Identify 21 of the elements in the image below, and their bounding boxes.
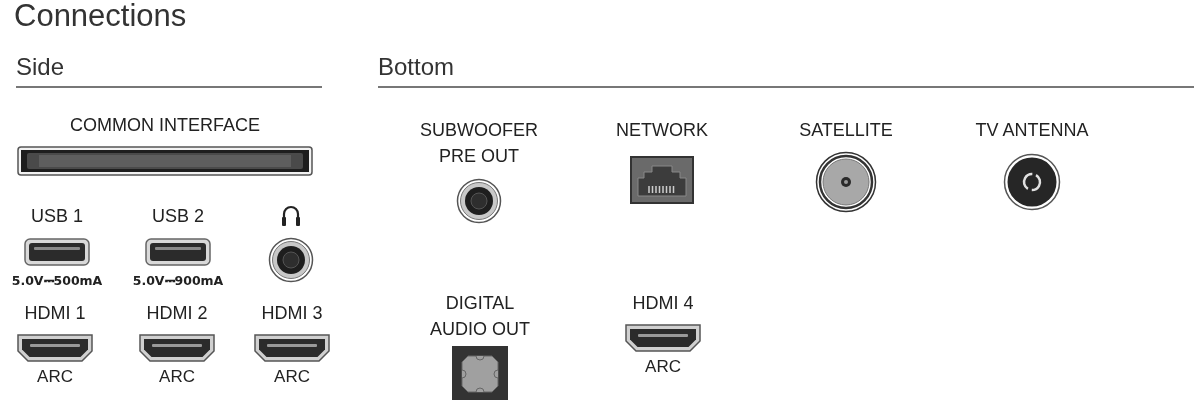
port-label: SUBWOOFER PRE OUT xyxy=(419,119,539,168)
port-label: USB 2 xyxy=(152,205,204,228)
page-title: Connections xyxy=(14,0,187,35)
port-label: HDMI 3 xyxy=(261,302,323,325)
port-label: DIGITAL AUDIO OUT xyxy=(429,292,531,341)
power-rating: 5.0V⎓500mA xyxy=(11,272,103,290)
port-label: NETWORK xyxy=(616,119,708,142)
port-label: TV ANTENNA xyxy=(975,119,1089,142)
port-label: HDMI 1 xyxy=(24,302,86,325)
port-caption: ARC xyxy=(37,366,73,388)
port-caption: ARC xyxy=(645,356,681,378)
port-label: SATELLITE xyxy=(799,119,893,142)
port-label: COMMON INTERFACE xyxy=(70,114,260,137)
port-caption: ARC xyxy=(274,366,310,388)
port-label: HDMI 2 xyxy=(146,302,208,325)
section-heading: Bottom xyxy=(378,52,455,82)
port-label: HDMI 4 xyxy=(632,292,694,315)
power-rating: 5.0V⎓900mA xyxy=(132,272,224,290)
port-caption: ARC xyxy=(159,366,195,388)
section-heading: Side xyxy=(16,52,65,82)
port-label: USB 1 xyxy=(31,205,83,228)
